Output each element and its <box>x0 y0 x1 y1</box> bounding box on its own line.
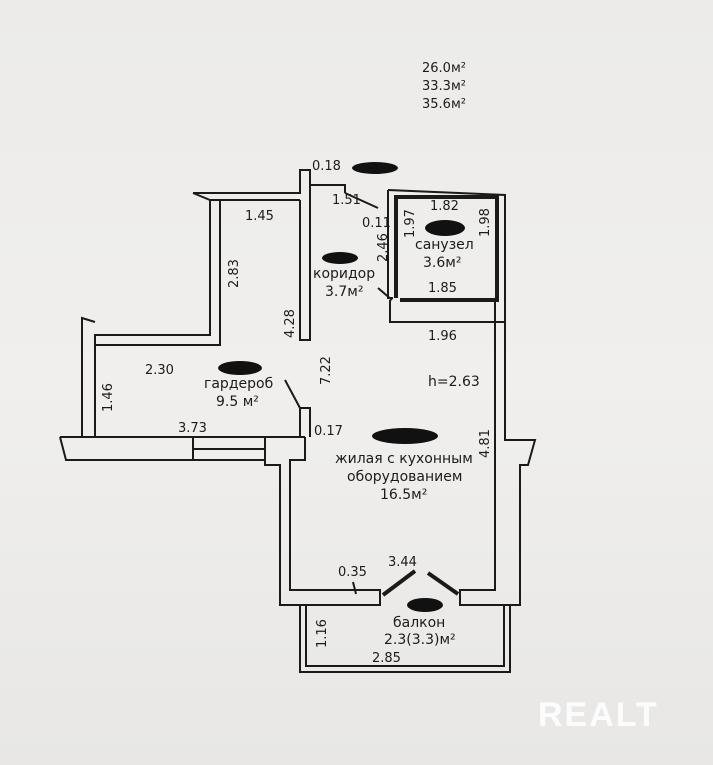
balcony-area: 2.3(3.3)м² <box>384 632 456 648</box>
wardrobe-area: 9.5 м² <box>216 394 259 410</box>
redaction-marks <box>218 162 465 612</box>
dimension-labels: 0.18 1.51 1.45 0.11 1.82 1.85 1.96 2.30 … <box>101 159 493 666</box>
dim: 1.97 <box>403 209 418 238</box>
dim: 2.30 <box>145 363 174 378</box>
dim: 1.45 <box>245 209 274 224</box>
bathroom-area: 3.6м² <box>423 255 461 271</box>
walls <box>59 169 537 673</box>
dim: 1.51 <box>332 193 361 208</box>
dim: 3.73 <box>178 421 207 436</box>
dim: 1.82 <box>430 199 459 214</box>
dim: 3.44 <box>388 555 417 570</box>
balcony-label: балкон <box>393 615 445 631</box>
dim: 0.18 <box>312 159 341 174</box>
living-label-2: оборудованием <box>347 469 462 485</box>
wardrobe-label: гардероб <box>204 376 273 392</box>
dim: 7.22 <box>319 356 334 385</box>
dim: 4.81 <box>478 429 493 458</box>
ceiling-height: h=2.63 <box>428 374 480 390</box>
realt-watermark: REALT <box>538 696 659 734</box>
dim: 2.85 <box>372 651 401 666</box>
dim: 1.96 <box>428 329 457 344</box>
bathroom-label: санузел <box>415 237 474 253</box>
dim: 1.85 <box>428 281 457 296</box>
total-area-3: 35.6м² <box>422 97 466 112</box>
corridor-area: 3.7м² <box>325 284 363 300</box>
total-area-1: 26.0м² <box>422 61 466 76</box>
dim: 2.46 <box>376 233 391 262</box>
dim: 1.16 <box>315 619 330 648</box>
dim: 0.11 <box>362 216 391 231</box>
living-area: 16.5м² <box>380 487 427 503</box>
corridor-label: коридор <box>313 266 375 282</box>
dim: 1.98 <box>478 208 493 237</box>
dim: 4.28 <box>283 309 298 338</box>
total-area-2: 33.3м² <box>422 79 466 94</box>
dim: 0.35 <box>338 565 367 580</box>
dim: 2.83 <box>227 259 242 288</box>
dim: 1.46 <box>101 383 116 412</box>
dim: 0.17 <box>314 424 343 439</box>
living-label-1: жилая с кухонным <box>335 451 473 467</box>
